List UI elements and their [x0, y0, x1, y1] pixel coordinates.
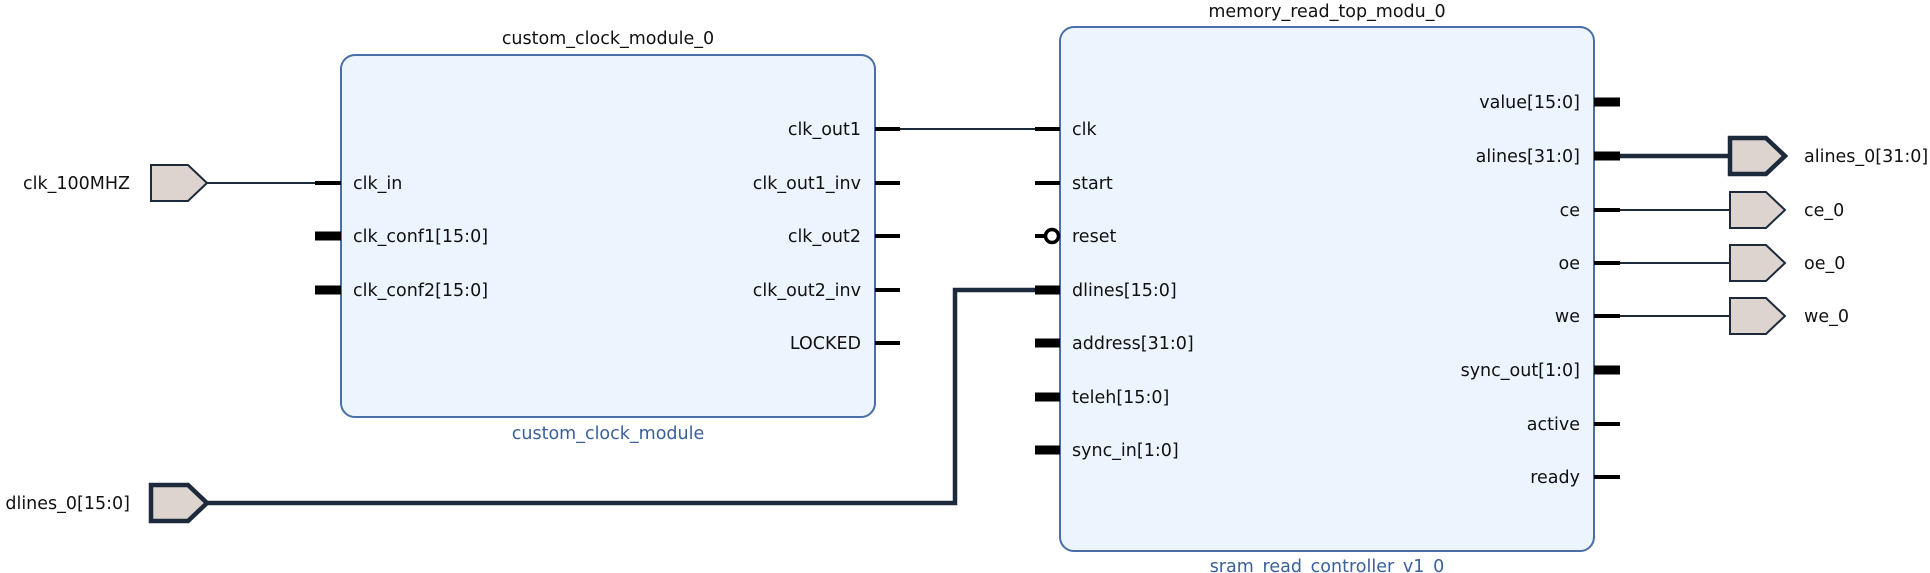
port-label: ce_0	[1804, 201, 1844, 221]
pin-label: clk_out2	[788, 227, 861, 247]
pin-clk-out2-inv[interactable]: clk_out2_inv	[753, 281, 900, 301]
pin-start[interactable]: start	[1035, 174, 1113, 194]
pin-label: active	[1527, 415, 1580, 435]
pin-label: clk_conf2[15:0]	[353, 281, 488, 301]
port-label: oe_0	[1804, 254, 1845, 274]
block-ip-name: custom_clock_module	[512, 424, 704, 444]
block-ip-name: sram_read_controller_v1_0	[1210, 557, 1445, 573]
pin-label: clk_out1_inv	[753, 174, 861, 194]
pin-clk-out1[interactable]: clk_out1	[788, 120, 900, 140]
pin-sync-in[interactable]: sync_in[1:0]	[1035, 441, 1179, 461]
pin-reset[interactable]: reset	[1035, 227, 1116, 247]
output-port-ce-0[interactable]: ce_0	[1729, 191, 1844, 229]
pin-oe[interactable]: oe	[1559, 254, 1620, 274]
pin-clk-out1-inv[interactable]: clk_out1_inv	[753, 174, 900, 194]
output-port-icon	[1729, 297, 1787, 335]
block-custom-clock-module[interactable]: custom_clock_module_0 custom_clock_modul…	[315, 29, 900, 444]
pin-label: dlines[15:0]	[1072, 281, 1177, 301]
inversion-bubble-icon	[1043, 227, 1061, 245]
port-label: clk_100MHZ	[23, 174, 130, 194]
pin-we[interactable]: we	[1555, 307, 1620, 327]
output-port-alines-0[interactable]: alines_0[31:0]	[1727, 135, 1928, 177]
pin-clk[interactable]: clk	[1035, 120, 1097, 140]
pin-label: we	[1555, 307, 1580, 327]
pin-label: ready	[1530, 468, 1580, 488]
block-memory-read-top[interactable]: memory_read_top_modu_0 sram_read_control…	[1035, 2, 1620, 573]
output-port-oe-0[interactable]: oe_0	[1729, 244, 1845, 282]
pin-label: clk	[1072, 120, 1097, 140]
pin-label: clk_out2_inv	[753, 281, 861, 301]
output-port-icon	[1727, 135, 1789, 177]
pin-ready[interactable]: ready	[1530, 468, 1620, 488]
pin-address[interactable]: address[31:0]	[1035, 334, 1194, 354]
port-label: dlines_0[15:0]	[5, 494, 130, 514]
pin-active[interactable]: active	[1527, 415, 1620, 435]
pin-clk-conf2[interactable]: clk_conf2[15:0]	[315, 281, 488, 301]
pin-label: sync_in[1:0]	[1072, 441, 1179, 461]
pin-label: address[31:0]	[1072, 334, 1194, 354]
port-label: alines_0[31:0]	[1804, 147, 1928, 167]
pin-label: clk_conf1[15:0]	[353, 227, 488, 247]
pin-label: sync_out[1:0]	[1461, 361, 1580, 381]
pin-locked[interactable]: LOCKED	[790, 334, 900, 354]
pin-label: ce	[1560, 201, 1580, 221]
net-dlines[interactable]	[205, 287, 1035, 506]
pin-label: oe	[1559, 254, 1580, 274]
pin-ce[interactable]: ce	[1560, 201, 1620, 221]
input-port-clk-100mhz[interactable]: clk_100MHZ	[23, 164, 209, 202]
input-port-icon	[150, 164, 209, 202]
output-port-icon	[1729, 191, 1787, 229]
pin-label: clk_out1	[788, 120, 861, 140]
pin-label: alines[31:0]	[1476, 147, 1580, 167]
pin-label: reset	[1072, 227, 1116, 247]
input-port-icon	[148, 482, 211, 524]
wires	[205, 128, 1730, 506]
pin-teleh[interactable]: teleh[15:0]	[1035, 388, 1169, 408]
pin-clk-conf1[interactable]: clk_conf1[15:0]	[315, 227, 488, 247]
pin-dlines[interactable]: dlines[15:0]	[1035, 281, 1177, 301]
pin-alines[interactable]: alines[31:0]	[1476, 147, 1620, 167]
pin-label: teleh[15:0]	[1072, 388, 1169, 408]
pin-label: value[15:0]	[1479, 93, 1580, 113]
pin-label: clk_in	[353, 174, 402, 194]
pin-label: start	[1072, 174, 1113, 194]
pin-value[interactable]: value[15:0]	[1479, 93, 1620, 113]
output-port-icon	[1729, 244, 1787, 282]
input-port-dlines-0[interactable]: dlines_0[15:0]	[5, 482, 211, 524]
port-label: we_0	[1804, 307, 1849, 327]
block-instance-name: memory_read_top_modu_0	[1208, 2, 1445, 22]
block-instance-name: custom_clock_module_0	[502, 29, 714, 49]
pin-label: LOCKED	[790, 334, 861, 354]
output-port-we-0[interactable]: we_0	[1729, 297, 1849, 335]
pin-sync-out[interactable]: sync_out[1:0]	[1461, 361, 1620, 381]
pin-clk-in[interactable]: clk_in	[315, 174, 402, 194]
pin-clk-out2[interactable]: clk_out2	[788, 227, 900, 247]
